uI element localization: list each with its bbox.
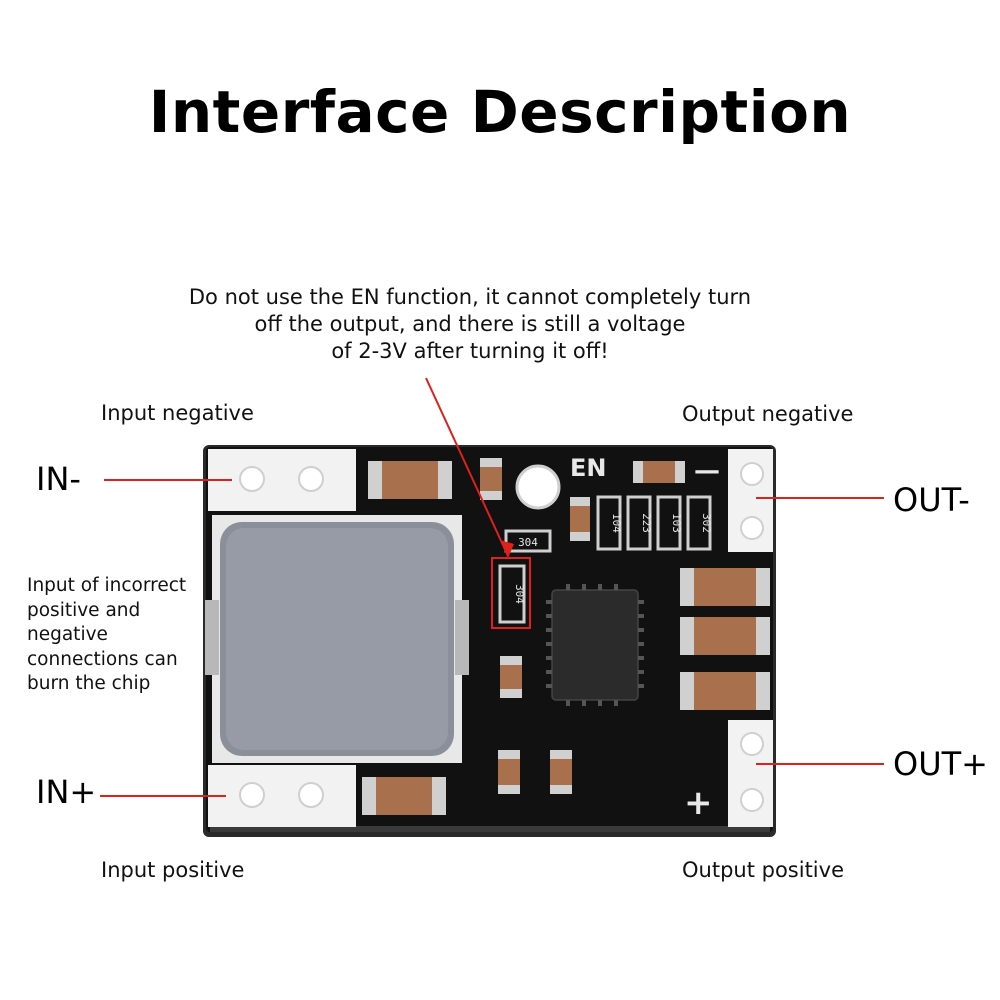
small-capacitor [500,656,522,698]
plus-silkscreen: + [684,783,713,823]
pad-via [298,466,324,492]
ic-pins [546,584,644,706]
capacitor [362,777,446,815]
small-capacitor [570,497,590,541]
pcb-bottom-edge [210,826,770,832]
pad-via [740,732,764,756]
capacitor [680,672,770,710]
resistor [686,495,712,551]
pad-via [239,466,265,492]
resistor-code: 103 [670,513,683,533]
en-warning-text: Do not use the EN function, it cannot co… [140,284,800,365]
pad-via [740,516,764,540]
out-minus-pin-label: OUT- [893,481,970,519]
resistor-code: 304 [518,536,538,549]
small-capacitor [480,458,502,500]
en-highlight-box [491,557,531,629]
in-minus-pad [208,449,356,511]
pad-via [740,462,764,486]
page-title: Interface Description [148,78,852,146]
note-line: Input of incorrect [27,575,187,596]
small-capacitor [498,750,520,794]
en-pointer-arrowhead [500,540,514,558]
ic-chip [551,589,639,701]
resistor-code: 302 [700,513,713,533]
in-plus-pin-label: IN+ [36,773,97,811]
capacitor [368,461,452,499]
note-line: positive and [27,599,141,621]
mounting-hole [515,464,561,510]
pad-via [740,788,764,812]
resistor [656,495,682,551]
resistor [504,529,552,553]
output-negative-label: Output negative [682,402,854,426]
resistor [626,495,652,551]
note-line: burn the chip [27,673,151,694]
input-negative-label: Input negative [101,401,254,425]
resistor-code: 223 [640,513,653,533]
en-pointer-line [425,377,509,557]
en-silkscreen: EN [570,454,606,482]
pad-via [298,782,324,808]
capacitor [680,568,770,606]
warning-line: of 2-3V after turning it off! [331,339,609,363]
inductor-lead [455,600,469,675]
capacitor [680,617,770,655]
resistor [596,495,622,551]
output-positive-label: Output positive [682,858,844,882]
minus-silkscreen: — [694,456,720,486]
small-capacitor [633,461,685,483]
inductor-lead [205,600,219,675]
warning-line: Do not use the EN function, it cannot co… [188,285,752,309]
resistor-code: 104 [610,513,623,533]
out-plus-pin-label: OUT+ [893,745,988,783]
note-line: negative [27,624,108,645]
input-positive-label: Input positive [101,858,245,882]
in-plus-pad [208,765,356,827]
inductor-top [226,528,448,750]
note-line: connections can [27,648,178,670]
resistor [498,564,526,624]
small-capacitor [550,750,572,794]
polarity-warning-note: Input of incorrect positive and negative… [27,574,217,697]
warning-line: off the output, and there is still a vol… [254,312,686,336]
resistor-code: 304 [513,584,526,604]
pad-via [239,782,265,808]
in-minus-pin-label: IN- [36,460,81,498]
